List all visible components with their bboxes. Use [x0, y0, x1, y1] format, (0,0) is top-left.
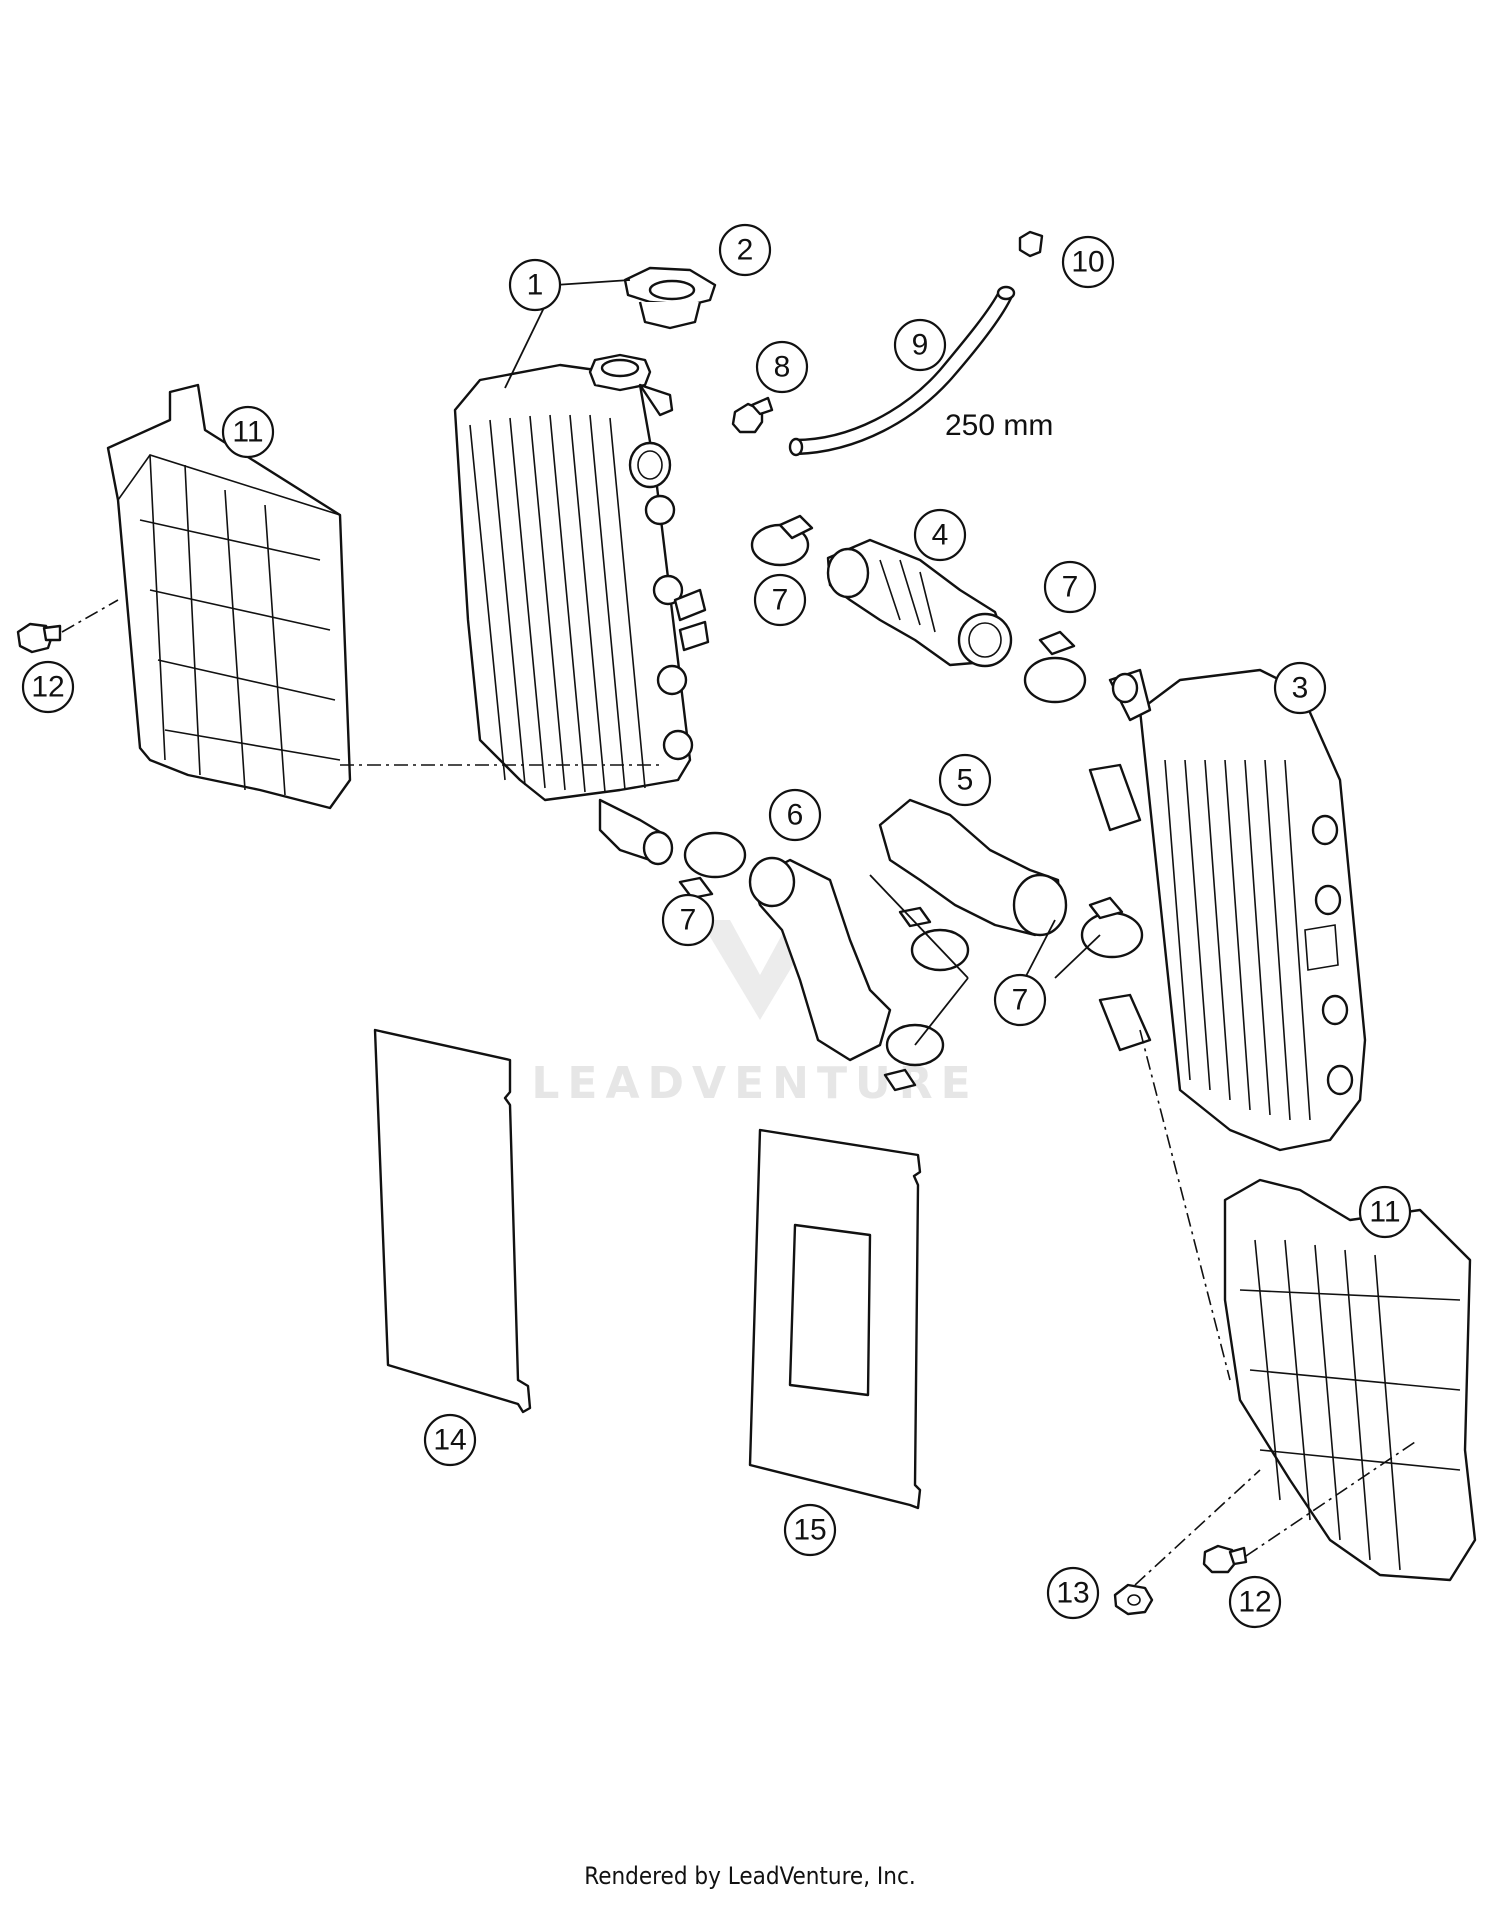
svg-text:15: 15 — [793, 1514, 826, 1547]
callout-3: 3 — [1273, 661, 1327, 715]
footer-credit: Rendered by LeadVenture, Inc. — [584, 1862, 916, 1890]
radiator-left — [453, 353, 710, 866]
radiator-hose-upper — [878, 798, 1068, 937]
hose-connector — [826, 538, 1013, 668]
bolt-right — [1202, 1439, 1419, 1574]
leader-lines — [504, 279, 1101, 1046]
callout-14: 14 — [423, 1413, 477, 1467]
radiator-guard-right — [1223, 1178, 1477, 1582]
callout-7b: 7 — [1043, 560, 1097, 614]
svg-text:6: 6 — [787, 799, 804, 832]
hose-length-label: 250 mm — [945, 409, 1053, 442]
callout-9: 9 — [893, 318, 947, 372]
svg-text:3: 3 — [1292, 672, 1309, 705]
svg-text:7: 7 — [680, 904, 697, 937]
radiator-guard-left — [106, 383, 352, 810]
svg-text:9: 9 — [912, 329, 929, 362]
svg-text:14: 14 — [433, 1424, 466, 1457]
callout-12a: 12 — [21, 660, 75, 714]
callout-11b: 11 — [1358, 1185, 1412, 1239]
callout-8: 8 — [755, 340, 809, 394]
svg-text:2: 2 — [737, 234, 754, 267]
svg-text:7: 7 — [772, 584, 789, 617]
callout-12b: 12 — [1228, 1575, 1282, 1629]
bolt-left — [16, 599, 119, 654]
svg-text:7: 7 — [1062, 571, 1079, 604]
nut-right — [1113, 1469, 1261, 1616]
radiator-hose-lower — [748, 856, 892, 1062]
callout-2: 2 — [718, 223, 772, 277]
overflow-hose — [788, 285, 1016, 457]
cover-sheet-14 — [373, 1028, 532, 1414]
callout-13: 13 — [1046, 1566, 1100, 1620]
callout-4: 4 — [913, 508, 967, 562]
svg-text:12: 12 — [31, 671, 64, 704]
svg-text:5: 5 — [957, 764, 974, 797]
svg-text:1: 1 — [527, 269, 544, 302]
hose-clamp-small — [731, 396, 774, 434]
callout-6: 6 — [768, 788, 822, 842]
callout-5: 5 — [938, 753, 992, 807]
hose-clip-top — [1018, 230, 1044, 258]
svg-text:13: 13 — [1056, 1577, 1089, 1610]
callout-11a: 11 — [221, 405, 275, 459]
svg-text:4: 4 — [932, 519, 949, 552]
assembly-lines — [340, 764, 1231, 1381]
radiator-cap — [623, 266, 717, 330]
svg-text:7: 7 — [1012, 984, 1029, 1017]
svg-text:11: 11 — [1369, 1196, 1400, 1229]
svg-text:12: 12 — [1238, 1586, 1271, 1619]
callout-7a: 7 — [753, 573, 807, 627]
callout-15: 15 — [783, 1503, 837, 1557]
svg-text:8: 8 — [774, 351, 791, 384]
svg-text:10: 10 — [1071, 246, 1104, 279]
callout-10: 10 — [1061, 235, 1115, 289]
callout-7d: 7 — [993, 973, 1047, 1027]
radiator-right — [1088, 668, 1367, 1152]
callout-7c: 7 — [661, 893, 715, 947]
cover-sheet-15 — [748, 1128, 922, 1510]
callout-1: 1 — [508, 258, 562, 312]
svg-text:11: 11 — [232, 416, 263, 449]
